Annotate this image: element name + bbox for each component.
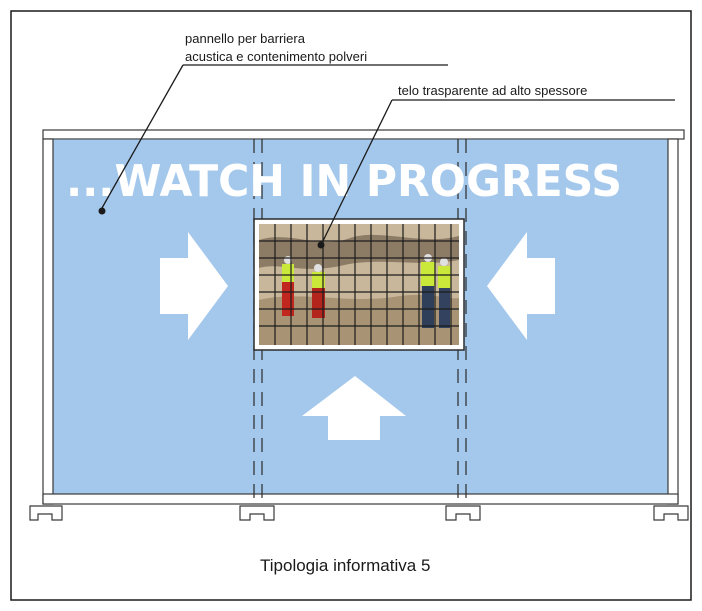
base-feet <box>29 505 689 521</box>
arrow-up-icon <box>302 376 406 440</box>
frame-top-rail <box>42 129 685 140</box>
foot-4 <box>653 505 689 521</box>
panel-leader-dot <box>98 207 106 215</box>
worker-2-head <box>314 264 322 272</box>
panel-leader <box>101 64 184 209</box>
sheet-leader <box>321 99 393 244</box>
worker-1-legs <box>282 282 294 316</box>
frame-post-right <box>667 138 679 505</box>
worker-4-legs <box>439 288 450 328</box>
worker-3-legs <box>422 286 434 328</box>
worker-1 <box>282 256 294 316</box>
leader-lines <box>101 64 675 244</box>
panel-label-line1: pannello per barriera <box>185 31 306 46</box>
foot-3 <box>445 505 481 521</box>
foot-2 <box>239 505 275 521</box>
foot-1 <box>29 505 63 521</box>
worker-4 <box>438 258 451 328</box>
worker-1-body <box>282 264 294 282</box>
panel-dividers <box>253 139 467 504</box>
window-photo-rocks <box>259 234 459 269</box>
frame-post-left <box>42 138 54 505</box>
worker-2-legs <box>312 288 325 318</box>
sheet-leader-dot <box>317 241 325 249</box>
arrow-right-icon <box>160 232 228 340</box>
worker-2 <box>312 264 325 318</box>
worker-4-head <box>440 258 448 266</box>
worker-3-body <box>421 262 435 286</box>
arrow-left-icon <box>487 232 555 340</box>
worker-4-body <box>438 266 451 288</box>
sheet-label: telo trasparente ad alto spessore <box>398 83 587 98</box>
frame-bottom-rail <box>42 493 679 505</box>
window-photo-ground <box>259 294 459 345</box>
caption: Tipologia informativa 5 <box>260 556 430 575</box>
worker-2-body <box>312 272 325 288</box>
panel-label-line2: acustica e contenimento polveri <box>185 49 367 64</box>
window-mesh-grid <box>259 224 459 345</box>
transparent-window <box>253 218 465 351</box>
worker-3 <box>421 254 435 328</box>
